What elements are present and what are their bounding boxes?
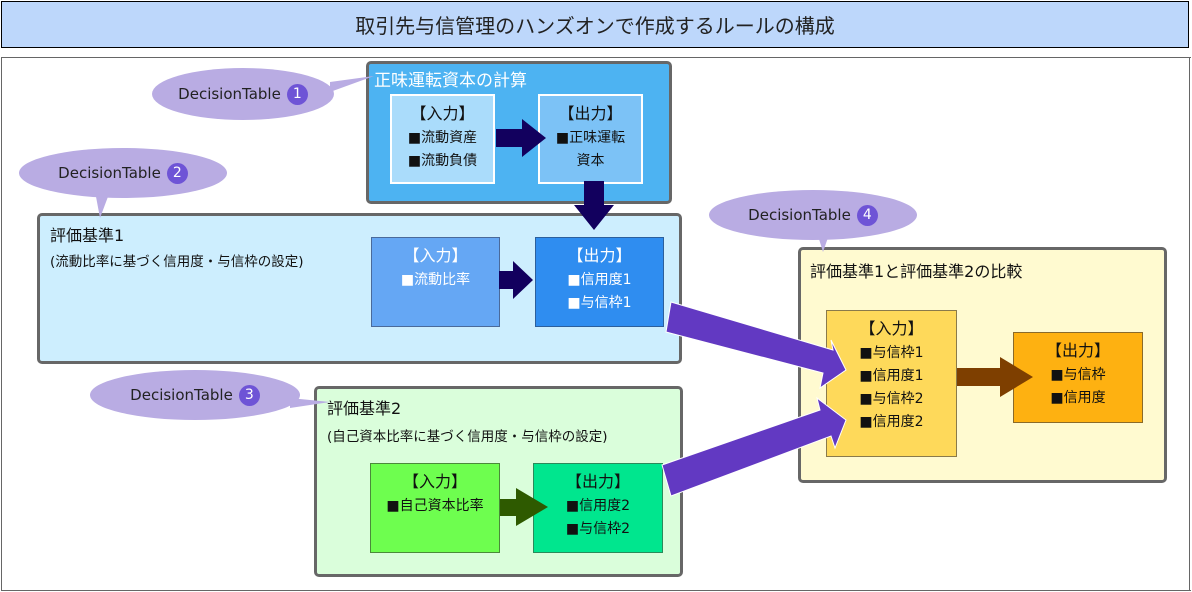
canvas-right-border <box>1189 57 1192 591</box>
output-item: ■信用度 <box>1050 390 1106 406</box>
bubble-label: DecisionTable <box>748 206 851 224</box>
bubble-3-tail <box>290 398 330 408</box>
output-item: 資本 <box>576 153 605 169</box>
output-item: ■与信枠1 <box>567 295 632 311</box>
bubble-label: DecisionTable <box>130 386 233 404</box>
arrow-g1-to-g2-down <box>574 181 614 230</box>
output-box: 【出力】 ■与信枠 ■信用度 <box>1013 332 1143 423</box>
group-title: 評価基準1 <box>50 226 125 245</box>
arrow-g1-right <box>496 119 546 157</box>
group-title: 評価基準1と評価基準2の比較 <box>810 262 1023 281</box>
group-subtitle: (自己資本比率に基づく信用度・与信枠の設定) <box>327 429 608 445</box>
number-badge: 3 <box>238 384 260 406</box>
group-title: 正味運転資本の計算 <box>374 71 527 91</box>
decision-table-bubble-4: DecisionTable 4 <box>709 190 917 240</box>
output-item: ■信用度2 <box>565 498 631 514</box>
output-box: 【出力】 ■信用度2 ■与信枠2 <box>533 463 663 553</box>
number-badge: 4 <box>856 204 878 226</box>
group-criteria-1: 評価基準1 (流動比率に基づく信用度・与信枠の設定) 【入力】 ■流動比率 【出… <box>37 213 682 364</box>
input-item: ■自己資本比率 <box>386 498 484 514</box>
output-item: ■信用度1 <box>567 272 632 288</box>
decision-table-bubble-3: DecisionTable 3 <box>90 370 300 420</box>
output-header: 【出力】 <box>567 246 632 265</box>
input-item: ■流動比率 <box>400 272 471 288</box>
output-header: 【出力】 <box>1045 341 1110 360</box>
input-item: ■与信枠1 <box>859 345 924 361</box>
input-item: ■流動資産 <box>407 130 478 146</box>
diagram-title: 取引先与信管理のハンズオンで作成するルールの構成 <box>1 1 1189 48</box>
output-header: 【出力】 <box>558 104 623 123</box>
input-item: ■信用度1 <box>859 368 924 384</box>
input-header: 【入力】 <box>402 472 467 491</box>
group-title: 評価基準2 <box>327 399 402 418</box>
output-item: ■与信枠2 <box>565 521 631 537</box>
input-item: ■信用度2 <box>859 414 924 430</box>
arrow-g2-to-g4 <box>665 301 847 390</box>
output-header: 【出力】 <box>565 472 630 491</box>
input-item: ■流動負債 <box>407 153 478 169</box>
bubble-label: DecisionTable <box>178 85 281 103</box>
group-comparison: 評価基準1と評価基準2の比較 【入力】 ■与信枠1 ■信用度1 ■与信枠2 ■信… <box>798 247 1167 483</box>
decision-table-bubble-2: DecisionTable 2 <box>19 148 227 198</box>
arrow-g3-to-g4 <box>661 396 847 497</box>
input-item: ■与信枠2 <box>859 391 924 407</box>
decision-table-bubble-1: DecisionTable 1 <box>152 68 334 120</box>
output-item: ■正味運転 <box>555 130 626 146</box>
output-box: 【出力】 ■正味運転 資本 <box>538 94 643 184</box>
input-header: 【入力】 <box>859 319 924 338</box>
bubble-1-tail <box>330 76 374 92</box>
number-badge: 2 <box>166 162 188 184</box>
input-box: 【入力】 ■流動比率 <box>371 237 500 327</box>
input-header: 【入力】 <box>403 246 468 265</box>
output-box: 【出力】 ■信用度1 ■与信枠1 <box>535 237 664 327</box>
input-box: 【入力】 ■自己資本比率 <box>370 463 500 553</box>
bubble-label: DecisionTable <box>58 164 161 182</box>
input-header: 【入力】 <box>410 104 475 123</box>
arrow-g3-right <box>500 488 548 526</box>
group-criteria-2: 評価基準2 (自己資本比率に基づく信用度・与信枠の設定) 【入力】 ■自己資本比… <box>314 386 683 577</box>
number-badge: 1 <box>286 83 308 105</box>
arrow-g4-right <box>957 357 1033 397</box>
output-item: ■与信枠 <box>1050 367 1106 383</box>
input-box: 【入力】 ■与信枠1 ■信用度1 ■与信枠2 ■信用度2 <box>826 310 957 457</box>
arrow-g2-right <box>499 261 533 299</box>
input-box: 【入力】 ■流動資産 ■流動負債 <box>390 94 495 184</box>
group-subtitle: (流動比率に基づく信用度・与信枠の設定) <box>50 254 304 270</box>
